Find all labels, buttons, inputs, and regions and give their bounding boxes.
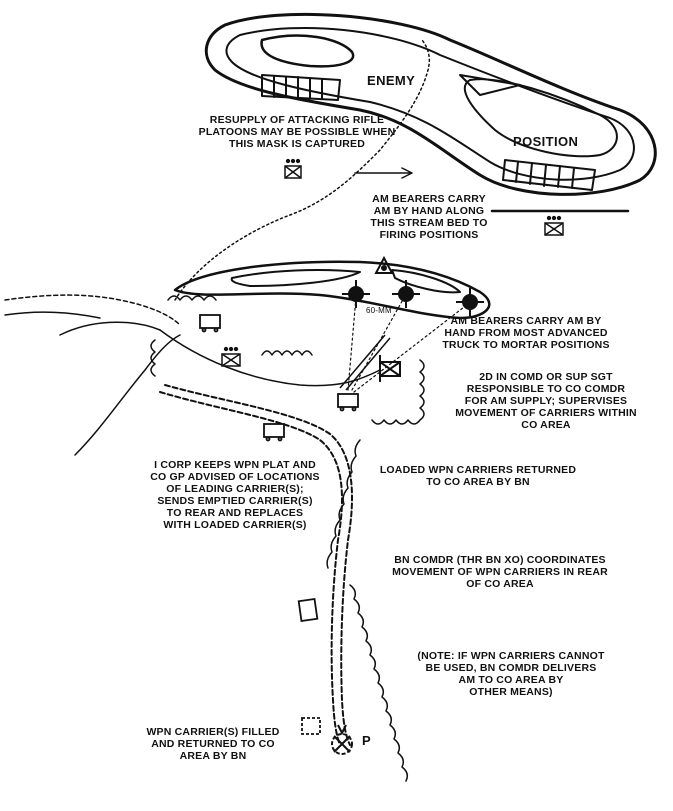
mortar-icon (456, 288, 484, 316)
carrier-filled-note: WPN CARRIER(S) FILLED AND RETURNED TO CO… (146, 726, 280, 762)
bn-comdr-note: BN COMDR (THR BN XO) COORDINATES MOVEMEN… (392, 554, 608, 590)
weapon-carrier-icon (301, 717, 321, 735)
truck-road (339, 334, 391, 391)
tree-line (150, 295, 425, 782)
i-corp-note: I CORP KEEPS WPN PLAT AND CO GP ADVISED … (150, 459, 320, 531)
platoon-symbol-icon (284, 158, 302, 179)
mortar-icon (392, 280, 420, 308)
carrier-route (159, 384, 353, 746)
terrain-left (4, 294, 381, 456)
enemy-label: ENEMY (367, 73, 416, 88)
advance-arrow (354, 167, 413, 179)
bearers-truck-note: AM BEARERS CARRY AM BY HAND FROM MOST AD… (442, 315, 610, 351)
weapon-carrier-icon (199, 314, 221, 333)
enemy-trench-right (502, 159, 596, 191)
ammo-supply-point-icon (331, 724, 353, 755)
platoon-symbol-icon (544, 215, 564, 236)
resupply-note: RESUPPLY OF ATTACKING RIFLE PLATOONS MAY… (198, 114, 396, 150)
mask-trail (174, 39, 431, 301)
crest-mark (459, 74, 521, 96)
ammo-paths-to-mortars (347, 295, 469, 393)
bn-comdr-alternate-note: (NOTE: IF WPN CARRIERS CANNOT BE USED, B… (417, 650, 605, 698)
ammo-point-mark: P (362, 733, 371, 748)
loaded-returned-note: LOADED WPN CARRIERS RETURNED TO CO AREA … (379, 464, 577, 488)
weapon-carrier-icon (337, 393, 359, 412)
mortar-ridge-contours (173, 260, 491, 320)
second-in-command-note: 2D IN COMD OR SUP SGT RESPONSIBLE TO CO … (455, 371, 637, 431)
enemy-trench-left (261, 74, 341, 101)
mortar-icon (342, 280, 370, 308)
position-label: POSITION (513, 134, 579, 149)
weapon-carrier-icon (263, 423, 285, 442)
company-command-post-icon (379, 355, 401, 382)
weapon-carrier-icon (297, 597, 319, 623)
observation-post-icon (374, 255, 394, 274)
mortar-caliber-label: 60-MM (366, 306, 392, 315)
platoon-symbol-icon (221, 346, 241, 367)
enemy-ridge-contours (204, 12, 657, 196)
stream-bed-note: AM BEARERS CARRY AM BY HAND ALONG THIS S… (370, 193, 488, 241)
